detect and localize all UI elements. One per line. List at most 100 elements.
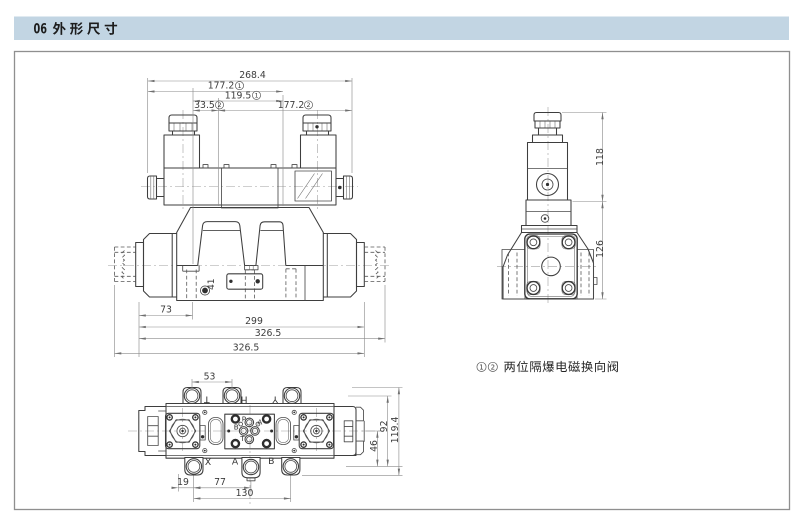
edge-line [147,416,159,446]
hidden-line [374,250,379,280]
bottom-view-dimensions: 53 19 77 130 46 92 119.4 [171,371,403,502]
solid-dot [294,435,299,439]
outline-bold [192,441,199,448]
outline [250,426,260,436]
edge-line [199,425,206,441]
outline [238,426,249,436]
outline [355,241,365,288]
center-block-bolts [230,414,272,449]
detail-line [539,121,556,128]
edge-line [179,427,186,435]
port-41-label: 41 [206,278,217,290]
detail-line [307,123,328,131]
edge-line [238,421,244,427]
dim-arrow [386,396,389,403]
dim-arrow [139,325,146,329]
solid-dot [168,443,171,446]
dim-119-4: 119.4 [390,417,401,444]
circled-index-ring [487,361,498,372]
dim-arrow [376,431,379,438]
circle [230,414,241,424]
solid-dot [315,429,318,433]
right-solenoid [299,114,337,169]
solid-dot [194,443,197,446]
circle [230,438,241,449]
bottom-left-end-cap [138,405,166,457]
flange-screws [166,414,199,448]
hidden-line [121,250,126,280]
caption-glyph-电 [556,360,567,372]
detail-line [210,419,222,443]
edge-line [275,417,291,445]
dim-arrow [185,314,193,317]
dim-arrow [378,337,385,340]
detail-line [304,418,329,444]
bottom-view: T H Y X A B [128,371,403,505]
dim-arrow [114,352,122,355]
solid-dot [194,416,197,419]
bottom-left-gasket [199,409,224,454]
caption-idx2: 2 [491,363,495,371]
outline-bold [526,280,541,296]
detail-line [277,419,289,443]
header-section-number: 06 [34,22,48,38]
solid-dot [202,287,208,294]
port-label-Y: Y [272,394,279,405]
caption-idx1: 1 [479,363,483,371]
hidden-line [186,269,197,300]
dim-299: 299 [245,316,263,327]
dim-73: 73 [160,305,172,316]
circled-index-ring [252,90,261,100]
solid-dot [543,217,547,220]
edge-line [246,419,253,426]
detail-line [249,265,254,270]
dim-arrow [345,79,352,83]
dim-177-2-i1: 177.2 [208,81,235,92]
side-mounting-screws [526,235,576,296]
dim-77: 77 [214,477,226,488]
dim-arrow [601,201,604,209]
caption-glyph-向 [595,360,605,373]
side-view: 118 126 [497,107,607,304]
outline [334,405,357,457]
dim-arrow [147,79,155,83]
detail-line [346,176,350,199]
edge-line [223,164,230,169]
edge-line [202,164,209,169]
outline-bold [192,414,199,421]
edge-line [356,406,364,456]
front-view: 41 268.4 177.2 [108,70,392,357]
right-override-knob [335,175,354,200]
nameplate-rivet-right [255,279,260,284]
outline-bold [561,280,576,296]
side-view-dimensions: 118 126 [562,112,607,300]
edge-line [255,421,261,427]
port-label-P: P [242,414,247,423]
header-title-glyph-尺 [87,22,101,35]
edge-line [202,448,208,454]
edge-line [244,460,258,474]
front-view-top-dimensions: 268.4 177.2 1 119.5 1 33.5 2 177.2 2 [147,70,353,264]
dimension-line [177,474,292,502]
hidden-line [244,269,255,300]
outline-bold [526,235,541,250]
port-label-T: T [204,394,211,405]
dim-92: 92 [379,420,390,432]
solid-dot [302,443,305,446]
outline [342,175,354,200]
caption-glyph-换 [581,360,593,373]
section-header: 06 [14,16,789,40]
port-label-X: X [205,457,211,468]
outline-bold [326,414,333,421]
side-solenoid [526,111,569,201]
circled-index-ring [235,81,244,91]
outline-bold [300,414,307,421]
edge-line [285,389,299,403]
caption-glyph-位 [516,360,529,373]
outline-bold [166,441,173,448]
dim-177-2-i2: 177.2 [278,100,305,111]
dim-arrow [193,497,201,500]
idx2-sym: 2 [217,101,221,109]
dimension-line [302,387,403,476]
